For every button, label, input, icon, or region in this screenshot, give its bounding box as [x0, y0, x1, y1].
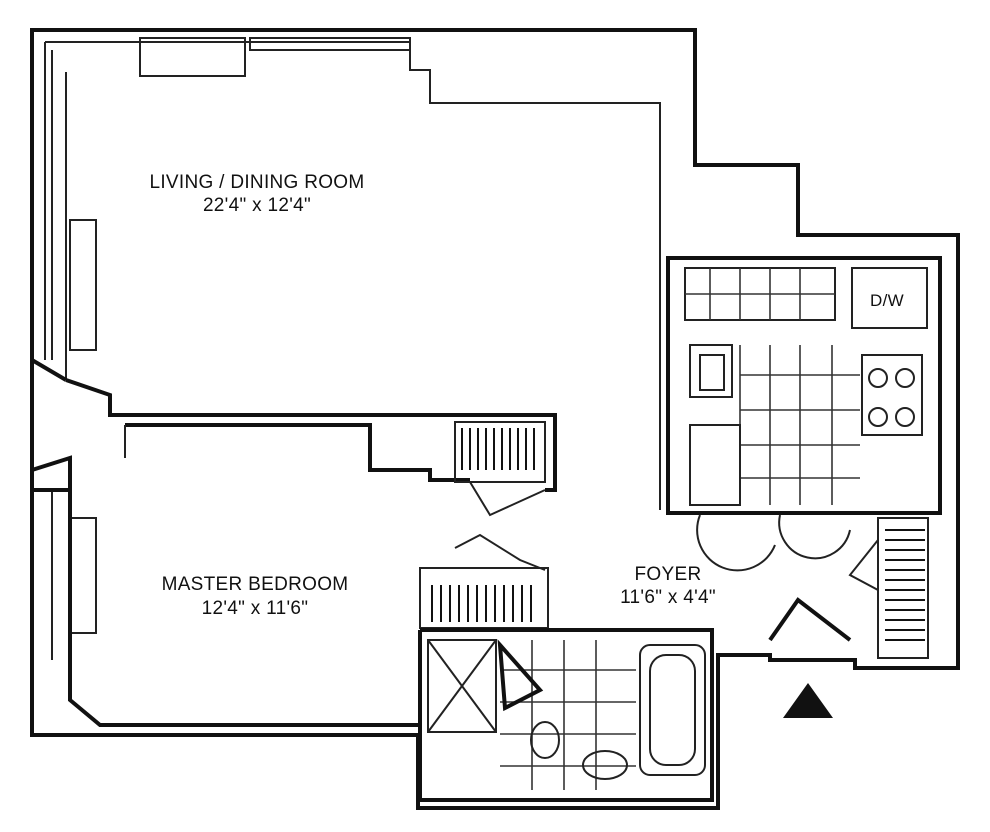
bedroom-wall [68, 423, 470, 727]
burner-4 [895, 407, 915, 427]
north-arrow-icon [783, 683, 833, 718]
living-room-dims: 22'4" x 12'4" [203, 195, 311, 216]
closet-upper-rod [461, 428, 535, 470]
exterior-wall-inner [44, 41, 661, 510]
kitchen-sink [689, 344, 733, 398]
bath-floor-tile [500, 640, 636, 790]
foyer-closet-door [848, 539, 879, 591]
closet-upper [454, 421, 546, 483]
bathtub [639, 644, 706, 776]
kitchen-area [666, 256, 942, 515]
kitchen-door-left [696, 514, 776, 572]
living-room-wall [65, 378, 557, 492]
closet-lower [419, 567, 549, 629]
burner-3 [868, 407, 888, 427]
entry-door [768, 597, 852, 642]
kitchen-sink-basin [699, 354, 725, 391]
dishwasher-box [851, 267, 928, 329]
bedroom-name: MASTER BEDROOM [162, 574, 349, 595]
burner-2 [895, 368, 915, 388]
bathroom-wall [418, 628, 714, 802]
living-room-name: LIVING / DINING ROOM [149, 172, 364, 193]
window-top-left [139, 37, 246, 77]
kitchen-floor-tile [739, 345, 860, 505]
foyer-closet [877, 517, 929, 659]
foyer-closet-rod [885, 529, 925, 641]
bathroom-door [497, 639, 544, 712]
bathtub-inner [649, 654, 696, 766]
pier [30, 358, 72, 492]
kitchen-door-right [778, 514, 851, 560]
window-living-left [69, 219, 97, 351]
refrigerator [689, 424, 741, 506]
foyer-dims: 11'6" x 4'4" [620, 587, 716, 608]
toilet [530, 721, 560, 759]
burner-1 [868, 368, 888, 388]
window-top-right [249, 37, 411, 51]
shower-diagonal-2 [427, 639, 497, 733]
bedroom-dims: 12'4" x 11'6" [202, 598, 309, 619]
dishwasher-label: D/W [870, 291, 904, 310]
stove [861, 354, 923, 436]
foyer-name: FOYER [635, 564, 702, 585]
sink [582, 750, 628, 780]
closet-lower-rod [431, 585, 532, 622]
window-bedroom-left [69, 517, 97, 634]
kitchen-cabinets-top [684, 267, 836, 321]
shower-stall [427, 639, 497, 733]
closet-door [454, 481, 546, 571]
